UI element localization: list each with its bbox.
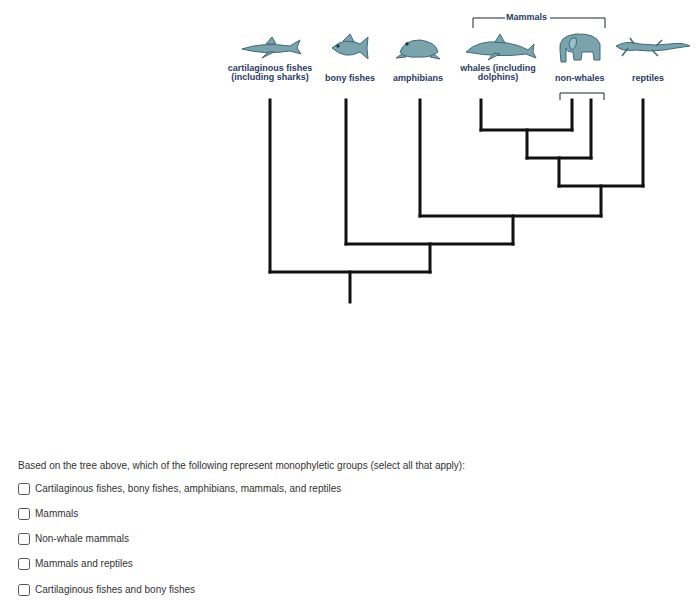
tree-branches xyxy=(270,100,643,302)
taxon-label: non-whales xyxy=(555,74,605,83)
animal-icons xyxy=(242,34,690,62)
question-text: Based on the tree above, which of the fo… xyxy=(18,461,465,472)
option-text: Cartilaginous fishes, bony fishes, amphi… xyxy=(35,484,341,495)
option-text: Cartilaginous fishes and bony fishes xyxy=(35,585,195,596)
taxon-label: amphibians xyxy=(393,74,443,83)
option-text: Non-whale mammals xyxy=(35,534,129,545)
taxon-label: whales (including dolphins) xyxy=(450,64,546,83)
checkbox xyxy=(19,484,30,596)
taxon-label: bony fishes xyxy=(325,74,375,83)
option-text: Mammals xyxy=(35,509,78,520)
taxon-label: reptiles xyxy=(632,74,664,83)
taxon-label: cartilaginous fishes (including sharks) xyxy=(215,64,325,83)
bracket xyxy=(473,18,605,100)
clade-label: Mammals xyxy=(506,13,547,22)
option-text: Mammals and reptiles xyxy=(35,559,133,570)
